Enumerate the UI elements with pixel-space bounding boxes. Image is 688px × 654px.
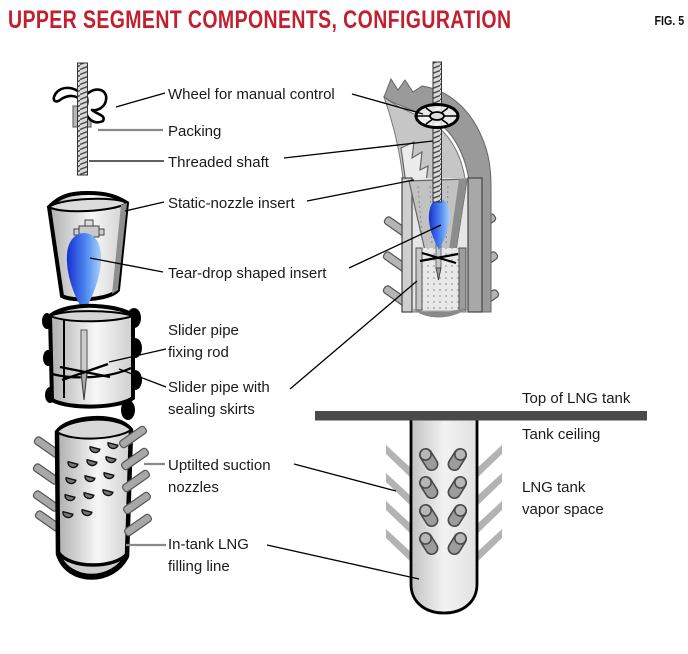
leader-lines-gray	[98, 128, 166, 547]
leader-teardrop-right	[348, 224, 442, 269]
filling-line-pipe	[409, 417, 479, 615]
teardrop-insert-assembled	[428, 199, 450, 250]
sealing-skirt	[121, 400, 135, 420]
pipe-wall-left	[401, 177, 413, 313]
pipe-wall-right	[467, 177, 483, 313]
suction-nozzle-tubes-right	[118, 425, 153, 537]
cylinder-bottom-cut	[56, 550, 129, 578]
cup-inner-shadow	[112, 203, 127, 294]
label-static-nozzle-insert: Static-nozzle insert	[168, 195, 295, 212]
label-in-tank-filling-line: In-tank LNG filling line	[168, 536, 249, 575]
leader-skirts-left	[118, 368, 167, 388]
handwheel-assembled	[414, 103, 460, 129]
leader-teardrop-left	[89, 257, 164, 273]
fixing-rod-cross-assembled	[419, 251, 459, 265]
suction-hole-grid	[62, 441, 119, 519]
figure-label: FIG. 5	[654, 13, 684, 28]
threaded-shaft-left	[77, 62, 88, 176]
slider-pipe-left	[42, 303, 142, 420]
leader-static-left	[124, 201, 165, 212]
leader-shaft-right	[283, 140, 434, 159]
rod-spike-assembled	[435, 267, 442, 281]
label-wheel: Wheel for manual control	[168, 86, 335, 103]
tank-ceiling-bar	[315, 411, 647, 421]
assembled-view	[382, 61, 500, 318]
threaded-shaft-assembled	[432, 61, 442, 203]
leader-lines	[89, 92, 442, 580]
leader-static-right	[306, 179, 415, 202]
leader-suction-right	[293, 463, 397, 492]
suction-cylinder-left	[32, 416, 153, 580]
leader-skirts-right	[289, 280, 418, 390]
label-threaded-shaft: Threaded shaft	[168, 154, 269, 171]
leader-wheel-right	[351, 93, 424, 115]
leader-fixrod-left	[108, 348, 167, 363]
label-teardrop-insert: Tear-drop shaped insert	[168, 265, 327, 282]
tank-nozzle-fins	[386, 445, 502, 564]
leader-wheel-left	[115, 92, 166, 108]
tank-nozzle-capsules	[419, 448, 467, 556]
fixing-rod-cross	[59, 362, 111, 382]
handwheel-left	[52, 86, 108, 124]
page-title: UPPER SEGMENT COMPONENTS, CONFIGURATION	[8, 6, 512, 34]
label-tank-ceiling: Tank ceiling	[522, 426, 601, 443]
label-top-of-lng-tank: Top of LNG tank	[522, 390, 631, 407]
exploded-view	[32, 62, 153, 580]
tank-section	[315, 411, 647, 615]
label-slider-pipe-fixing-rod: Slider pipe fixing rod	[168, 322, 239, 361]
pipe-bottom-cut	[412, 305, 470, 318]
leader-intank-right	[266, 544, 420, 580]
label-uptilted-suction-nozzles: Uptilted suction nozzles	[168, 457, 271, 496]
teardrop-insert-left	[66, 233, 102, 312]
label-slider-pipe-sealing-skirts: Slider pipe with sealing skirts	[168, 379, 270, 418]
label-lng-tank-vapor-space: LNG tank vapor space	[522, 479, 604, 518]
label-packing: Packing	[168, 123, 222, 140]
